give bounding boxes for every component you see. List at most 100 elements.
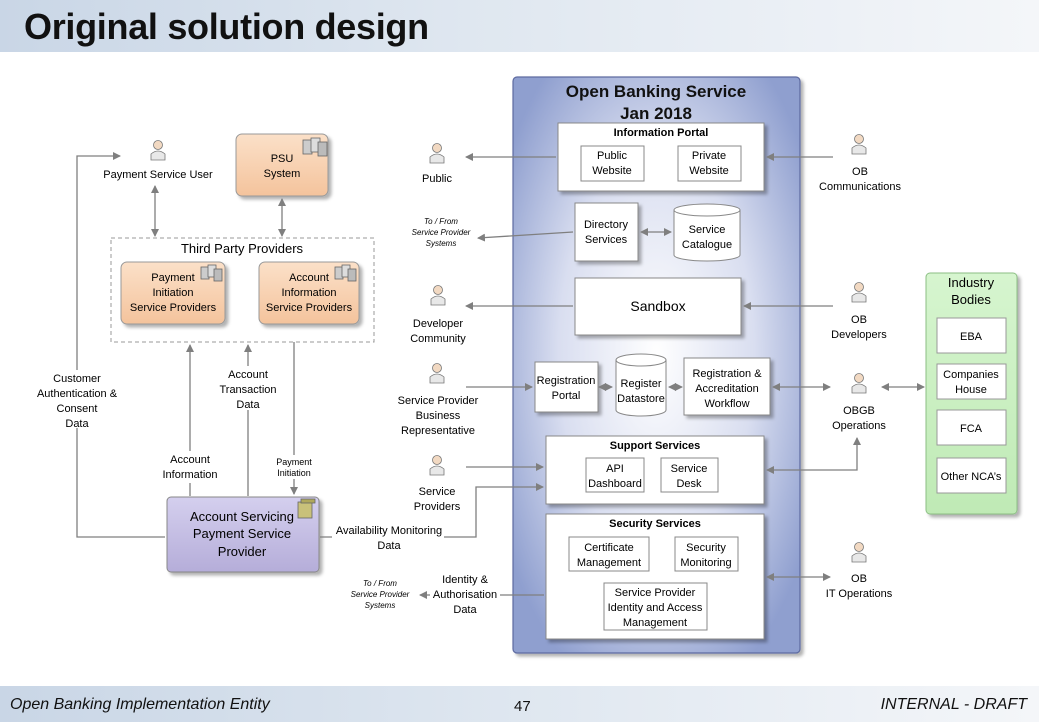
- service-catalogue: Service Catalogue: [673, 203, 741, 262]
- svg-text:IT Operations: IT Operations: [826, 588, 893, 600]
- private-website-label: Private: [692, 150, 726, 162]
- svg-text:API: API: [606, 463, 624, 475]
- payment-init-label: Payment Initiation: [272, 455, 316, 479]
- svg-text:EBA: EBA: [960, 331, 983, 343]
- svg-text:Catalogue: Catalogue: [682, 239, 732, 251]
- svg-text:Datastore: Datastore: [617, 393, 665, 405]
- payment-service-user: Payment Service User: [103, 140, 213, 181]
- server-icon: [334, 264, 357, 282]
- server-icon: [302, 137, 328, 157]
- obs-date: Jan 2018: [620, 104, 692, 123]
- left-connectors: [76, 152, 544, 538]
- svg-text:FCA: FCA: [960, 423, 983, 435]
- svg-text:Account Servicing: Account Servicing: [190, 509, 294, 524]
- svg-text:Community: Community: [410, 333, 466, 345]
- svg-text:Information: Information: [162, 469, 217, 481]
- svg-text:Certificate: Certificate: [584, 542, 634, 554]
- svg-text:Service Provider: Service Provider: [351, 590, 410, 599]
- svg-text:Other NCA’s: Other NCA’s: [941, 471, 1002, 483]
- svg-text:PSU: PSU: [271, 153, 294, 165]
- svg-text:Service Providers: Service Providers: [130, 302, 217, 314]
- svg-text:Payment Service User: Payment Service User: [103, 169, 213, 181]
- info-portal-label: Information Portal: [614, 127, 709, 139]
- svg-text:Dashboard: Dashboard: [588, 478, 642, 490]
- svg-text:Customer: Customer: [53, 373, 101, 385]
- svg-text:Initiation: Initiation: [153, 287, 194, 299]
- industry-bodies: Industry Bodies EBA Companies House FCA …: [925, 272, 1018, 515]
- svg-text:Service Provider: Service Provider: [615, 587, 696, 599]
- eba-label: EBA: [960, 331, 983, 343]
- to-from-sp-systems-2: To / From Service Provider Systems: [351, 579, 410, 610]
- solution-diagram: Open Banking Service Jan 2018 Informatio…: [37, 76, 1018, 654]
- svg-text:Private: Private: [692, 150, 726, 162]
- right-connectors: [743, 153, 925, 581]
- svg-text:Service: Service: [671, 463, 708, 475]
- person-icon: [851, 373, 867, 394]
- svg-text:Payment: Payment: [276, 457, 312, 467]
- registration-accreditation-workflow: Registration & Accreditation Workflow: [683, 357, 771, 416]
- person-icon: [429, 455, 445, 476]
- svg-text:Data: Data: [65, 418, 89, 430]
- svg-text:Service Providers: Service Providers: [266, 302, 353, 314]
- svg-text:Operations: Operations: [832, 420, 886, 432]
- ob-communications: OB Communications: [819, 134, 901, 193]
- customer-auth-label: Customer Authentication & Consent Data: [37, 370, 118, 430]
- support-services: Support Services API Dashboard Service D…: [545, 435, 765, 505]
- svg-text:Information Portal: Information Portal: [614, 127, 709, 139]
- service-providers-actor: Service Providers: [414, 455, 461, 513]
- register-datastore: Register Datastore: [615, 353, 667, 417]
- svg-text:Account: Account: [170, 454, 210, 466]
- svg-text:House: House: [955, 384, 987, 396]
- svg-text:OB: OB: [851, 314, 867, 326]
- svg-text:Service Provider: Service Provider: [398, 395, 479, 407]
- svg-text:To / From: To / From: [424, 217, 458, 226]
- person-icon: [851, 134, 867, 155]
- page-number: 47: [514, 698, 531, 715]
- svg-text:Monitoring: Monitoring: [680, 557, 731, 569]
- svg-text:Data: Data: [377, 540, 401, 552]
- svg-text:Developers: Developers: [831, 329, 887, 341]
- svg-text:To / From: To / From: [363, 579, 397, 588]
- svg-text:Account: Account: [289, 272, 329, 284]
- svg-text:OB: OB: [851, 573, 867, 585]
- ob-it-operations: OB IT Operations: [826, 542, 893, 600]
- svg-text:Services: Services: [585, 234, 628, 246]
- header-bar: Original solution design: [0, 0, 1039, 52]
- svg-text:Workflow: Workflow: [704, 398, 749, 410]
- svg-text:Data: Data: [236, 399, 260, 411]
- account-info-label: Account Information: [160, 451, 222, 483]
- svg-text:Information: Information: [281, 287, 336, 299]
- svg-text:Industry: Industry: [948, 275, 995, 290]
- person-icon: [429, 143, 445, 164]
- svg-text:Service: Service: [419, 486, 456, 498]
- security-services: Security Services Certificate Management…: [545, 513, 765, 640]
- obgb-operations: OBGB Operations: [832, 373, 886, 432]
- api-dashboard-label: API: [606, 463, 624, 475]
- svg-text:Security: Security: [686, 542, 726, 554]
- svg-text:Accreditation: Accreditation: [695, 383, 759, 395]
- to-from-sp-systems-1: To / From Service Provider Systems: [412, 217, 471, 248]
- pisp-box: Payment Initiation Service Providers: [120, 261, 226, 325]
- person-icon: [429, 363, 445, 384]
- person-icon: [851, 282, 867, 303]
- svg-text:Jan 2018: Jan 2018: [620, 104, 692, 123]
- bank-icon: [297, 498, 316, 519]
- account-txn-label: Account Transaction Data: [219, 366, 277, 411]
- svg-text:Directory: Directory: [584, 219, 629, 231]
- developer-community: Developer Community: [410, 285, 466, 345]
- ob-developers: OB Developers: [831, 282, 887, 341]
- service-desk-label: Service: [671, 463, 708, 475]
- svg-text:Register: Register: [621, 378, 662, 390]
- footer-org: Open Banking Implementation Entity: [10, 696, 270, 713]
- svg-text:Management: Management: [623, 617, 687, 629]
- svg-text:Account: Account: [228, 369, 268, 381]
- companies-house-label: Companies: [943, 369, 999, 381]
- svg-text:Consent: Consent: [57, 403, 98, 415]
- public-website-label: Public: [597, 150, 627, 162]
- identity-auth-label: Identity & Authorisation Data: [430, 572, 500, 616]
- fca-label: FCA: [960, 423, 983, 435]
- person-icon: [430, 285, 446, 306]
- svg-text:Public: Public: [597, 150, 627, 162]
- svg-text:Payment Service: Payment Service: [193, 526, 291, 541]
- svg-text:Sandbox: Sandbox: [630, 298, 685, 314]
